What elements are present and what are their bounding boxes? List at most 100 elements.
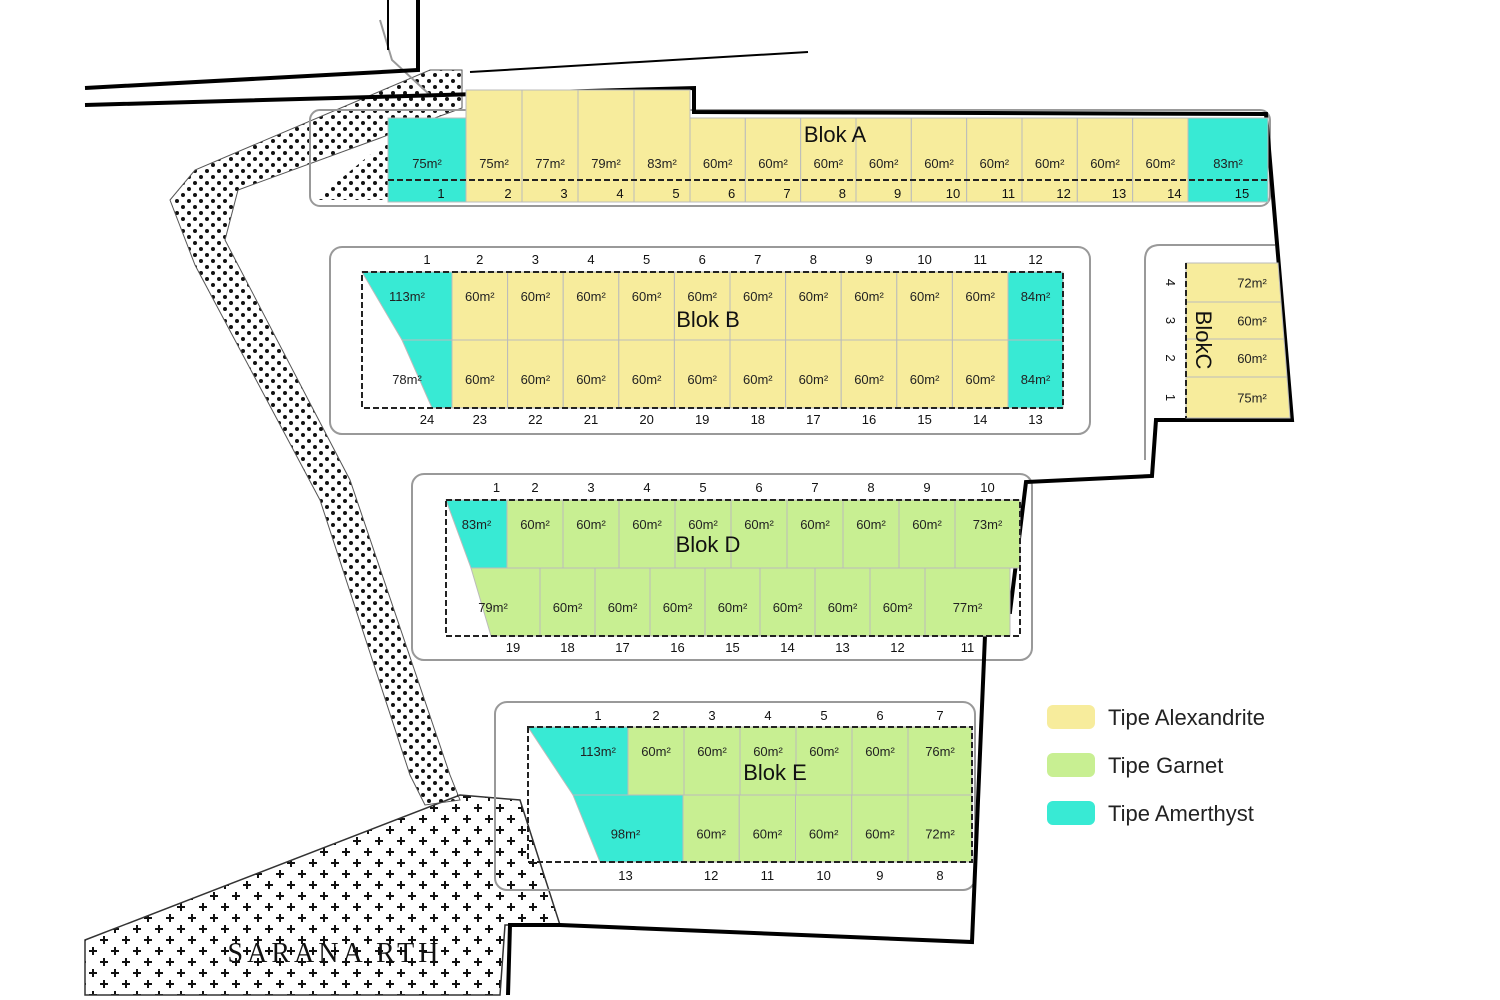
setback-line	[527, 726, 973, 863]
lot-d-8[interactable]	[842, 499, 900, 569]
lot-number: 15	[917, 412, 931, 427]
legend-swatch-amerthyst	[1047, 801, 1095, 825]
lot-b-1[interactable]	[361, 271, 453, 341]
lot-size-label: 60m²	[869, 156, 899, 171]
lot-size-label: 77m²	[535, 156, 565, 171]
lot-number: 4	[1163, 279, 1178, 286]
lot-size-label: 60m²	[758, 156, 788, 171]
lot-number: 18	[560, 640, 574, 655]
lot-d-7[interactable]	[786, 499, 844, 569]
lot-number: 1	[594, 708, 601, 723]
lot-e-7[interactable]	[907, 726, 973, 796]
lot-b-8[interactable]	[785, 271, 842, 341]
lot-size-label: 60m²	[854, 289, 884, 304]
lot-e-1[interactable]	[527, 726, 629, 796]
lot-e-2[interactable]	[627, 726, 685, 796]
lot-number: 12	[1056, 186, 1070, 201]
lot-e-6[interactable]	[851, 726, 909, 796]
lot-size-label: 60m²	[965, 372, 995, 387]
walkway-dotted-corner	[315, 140, 388, 200]
lot-number: 11	[761, 868, 775, 883]
lot-size-label: 60m²	[641, 744, 671, 759]
lot-size-label: 60m²	[912, 517, 942, 532]
lot-size-label: 60m²	[697, 744, 727, 759]
lot-number: 9	[923, 480, 930, 495]
lot-number: 5	[643, 252, 650, 267]
lot-size-label: 60m²	[576, 372, 606, 387]
lot-size-label: 60m²	[1035, 156, 1065, 171]
lot-number: 4	[616, 186, 623, 201]
lot-e-3[interactable]	[683, 726, 741, 796]
lot-size-label: 113m²	[580, 744, 617, 759]
lot-number: 9	[876, 868, 883, 883]
lot-size-label: 60m²	[965, 289, 995, 304]
lot-number: 5	[699, 480, 706, 495]
lot-a-4[interactable]	[577, 89, 635, 203]
lot-number: 15	[1235, 186, 1249, 201]
lot-a-2[interactable]	[465, 89, 523, 203]
lot-c-1[interactable]	[1185, 376, 1291, 419]
lot-number: 10	[980, 480, 994, 495]
lot-size-label: 60m²	[856, 517, 886, 532]
lot-number: 10	[946, 186, 960, 201]
lot-size-label: 72m²	[925, 827, 955, 842]
lot-size-label: 60m²	[828, 600, 858, 615]
lot-a-5[interactable]	[633, 89, 691, 203]
lot-number: 24	[420, 412, 434, 427]
legend-swatch-garnet	[1047, 753, 1095, 777]
legend-label-alexandrite: Tipe Alexandrite	[1108, 705, 1265, 730]
lot-b-5[interactable]	[618, 271, 675, 341]
lot-number: 3	[560, 186, 567, 201]
block-label-d: Blok D	[676, 532, 741, 557]
lot-number: 16	[670, 640, 684, 655]
lot-size-label: 60m²	[743, 372, 773, 387]
lot-number: 2	[531, 480, 538, 495]
lot-size-label: 84m²	[1021, 289, 1051, 304]
lot-number: 6	[876, 708, 883, 723]
lot-number: 15	[725, 640, 739, 655]
lot-number: 11	[961, 640, 975, 655]
lot-b-3[interactable]	[507, 271, 564, 341]
lot-number: 13	[1112, 186, 1126, 201]
lot-d-9[interactable]	[898, 499, 956, 569]
lot-number: 4	[587, 252, 594, 267]
lot-a-3[interactable]	[521, 89, 579, 203]
lot-b-9[interactable]	[840, 271, 898, 341]
lot-d-2[interactable]	[506, 499, 564, 569]
lot-number: 5	[820, 708, 827, 723]
lot-size-label: 77m²	[953, 600, 983, 615]
lot-d-4[interactable]	[618, 499, 676, 569]
lot-size-label: 60m²	[1146, 156, 1176, 171]
lot-number: 14	[973, 412, 987, 427]
lot-b-2[interactable]	[451, 271, 509, 341]
lot-number: 12	[890, 640, 904, 655]
lot-b-4[interactable]	[562, 271, 620, 341]
lot-size-label: 79m²	[478, 600, 508, 615]
lot-size-label: 60m²	[1090, 156, 1120, 171]
lot-number: 2	[476, 252, 483, 267]
lot-number: 20	[639, 412, 653, 427]
lot-d-10[interactable]	[954, 499, 1021, 569]
lot-number: 14	[780, 640, 794, 655]
lot-b-11[interactable]	[951, 271, 1009, 341]
lot-size-label: 60m²	[703, 156, 733, 171]
lot-size-label: 60m²	[608, 600, 638, 615]
lot-size-label: 60m²	[553, 600, 583, 615]
lot-number: 1	[423, 252, 430, 267]
lot-number: 8	[867, 480, 874, 495]
lot-number: 13	[1028, 412, 1042, 427]
lot-number: 4	[764, 708, 771, 723]
lot-b-12[interactable]	[1007, 271, 1064, 341]
lot-b-10[interactable]	[896, 271, 953, 341]
lot-size-label: 60m²	[688, 517, 718, 532]
lot-number: 6	[699, 252, 706, 267]
lot-size-label: 60m²	[576, 289, 606, 304]
lot-number: 17	[615, 640, 629, 655]
lot-size-label: 83m²	[1213, 156, 1243, 171]
lot-number: 14	[1167, 186, 1181, 201]
lot-d-3[interactable]	[562, 499, 620, 569]
lot-d-1[interactable]	[445, 499, 508, 569]
lot-number: 19	[506, 640, 520, 655]
lot-size-label: 60m²	[809, 744, 839, 759]
